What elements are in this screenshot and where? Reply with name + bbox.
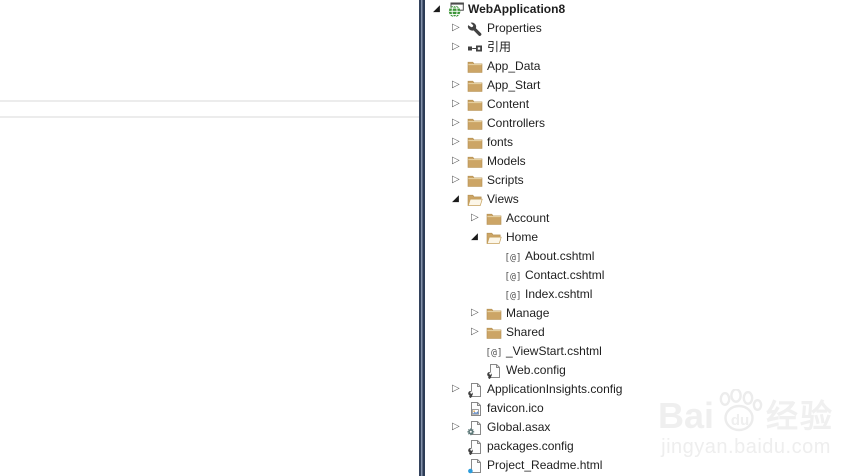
razor-view-icon xyxy=(486,344,502,360)
web-project-icon xyxy=(448,2,464,18)
folder-icon xyxy=(467,59,483,75)
tree-item-label: favicon.ico xyxy=(487,401,544,415)
tree-item-label: Views xyxy=(487,192,519,206)
tree-item-account[interactable]: Account xyxy=(425,209,852,228)
tree-item-label: Index.cshtml xyxy=(525,287,593,301)
chevron-right-icon[interactable] xyxy=(452,156,467,167)
tree-item-label: About.cshtml xyxy=(525,249,595,263)
chevron-right-icon[interactable] xyxy=(452,137,467,148)
tree-item-label: Controllers xyxy=(487,116,546,130)
properties-wrench-icon xyxy=(467,21,483,37)
tree-item-label: Manage xyxy=(506,306,550,320)
folder-icon xyxy=(467,154,483,170)
tree-item-models[interactable]: Models xyxy=(425,152,852,171)
config-file-icon xyxy=(467,439,483,455)
tree-item-viewstart-cshtml[interactable]: _ViewStart.cshtml xyxy=(425,342,852,361)
global-asax-icon xyxy=(467,420,483,436)
tree-item-label: Contact.cshtml xyxy=(525,268,605,282)
chevron-right-icon[interactable] xyxy=(471,308,486,319)
tree-item-label: Web.config xyxy=(506,363,566,377)
tree-item-label: Content xyxy=(487,97,530,111)
razor-view-icon xyxy=(505,287,521,303)
chevron-right-icon[interactable] xyxy=(452,118,467,129)
tree-item-about-cshtml[interactable]: About.cshtml xyxy=(425,247,852,266)
tree-item-app-data[interactable]: App_Data xyxy=(425,57,852,76)
tree-item-label: WebApplication8 xyxy=(468,2,566,16)
tree-item-label: _ViewStart.cshtml xyxy=(506,344,602,358)
chevron-right-icon[interactable] xyxy=(452,384,467,395)
tree-item-index-cshtml[interactable]: Index.cshtml xyxy=(425,285,852,304)
chevron-right-icon[interactable] xyxy=(452,99,467,110)
tree-item-label: Shared xyxy=(506,325,545,339)
horizontal-divider xyxy=(0,116,419,118)
razor-view-icon xyxy=(505,268,521,284)
tree-item-label: Project_Readme.html xyxy=(487,458,603,472)
tree-item-label: Models xyxy=(487,154,526,168)
chevron-right-icon[interactable] xyxy=(452,42,467,53)
folder-icon xyxy=(486,211,502,227)
tree-item-project-readme-html[interactable]: Project_Readme.html xyxy=(425,456,852,475)
tree-item-applicationinsights-config[interactable]: ApplicationInsights.config xyxy=(425,380,852,399)
tree-item-packages-config[interactable]: packages.config xyxy=(425,437,852,456)
config-file-icon xyxy=(486,363,502,379)
tree-item-global-asax[interactable]: Global.asax xyxy=(425,418,852,437)
folder-icon xyxy=(467,97,483,113)
horizontal-divider xyxy=(0,100,419,102)
chevron-right-icon[interactable] xyxy=(471,213,486,224)
tree-item-favicon-ico[interactable]: favicon.ico xyxy=(425,399,852,418)
config-file-icon xyxy=(467,382,483,398)
folder-icon xyxy=(486,306,502,322)
panel-splitter[interactable] xyxy=(419,0,425,476)
tree-item-label: ApplicationInsights.config xyxy=(487,382,623,396)
tree-item-references[interactable]: 引用 xyxy=(425,38,852,57)
folder-open-icon xyxy=(486,230,502,246)
tree-item-webapplication8[interactable]: WebApplication8 xyxy=(425,0,852,19)
chevron-right-icon[interactable] xyxy=(452,23,467,34)
folder-icon xyxy=(486,325,502,341)
tree-item-controllers[interactable]: Controllers xyxy=(425,114,852,133)
solution-explorer-tree: WebApplication8 Properties 引用 App_Data A… xyxy=(425,0,852,476)
expand-arrow-icon[interactable] xyxy=(433,5,448,15)
tree-item-label: Home xyxy=(506,230,539,244)
tree-item-label: fonts xyxy=(487,135,514,149)
expand-arrow-icon[interactable] xyxy=(452,195,467,205)
tree-item-scripts[interactable]: Scripts xyxy=(425,171,852,190)
html-file-icon xyxy=(467,458,483,474)
tree-item-content[interactable]: Content xyxy=(425,95,852,114)
chevron-right-icon[interactable] xyxy=(452,80,467,91)
chevron-right-icon[interactable] xyxy=(471,327,486,338)
folder-icon xyxy=(467,116,483,132)
tree-item-fonts[interactable]: fonts xyxy=(425,133,852,152)
tree-item-properties[interactable]: Properties xyxy=(425,19,852,38)
tree-item-web-config[interactable]: Web.config xyxy=(425,361,852,380)
tree-item-home[interactable]: Home xyxy=(425,228,852,247)
tree-item-label: App_Data xyxy=(487,59,541,73)
tree-item-label: Properties xyxy=(487,21,542,35)
folder-open-icon xyxy=(467,192,483,208)
tree-item-label: App_Start xyxy=(487,78,541,92)
tree-item-label: 引用 xyxy=(487,40,512,54)
references-icon xyxy=(467,40,483,56)
tree-item-label: Account xyxy=(506,211,550,225)
chevron-right-icon[interactable] xyxy=(452,422,467,433)
folder-icon xyxy=(467,135,483,151)
tree-item-label: Scripts xyxy=(487,173,524,187)
editor-empty-pane xyxy=(0,0,419,476)
chevron-right-icon[interactable] xyxy=(452,175,467,186)
tree-item-label: Global.asax xyxy=(487,420,551,434)
tree-item-app-start[interactable]: App_Start xyxy=(425,76,852,95)
tree-item-label: packages.config xyxy=(487,439,574,453)
expand-arrow-icon[interactable] xyxy=(471,233,486,243)
tree-item-contact-cshtml[interactable]: Contact.cshtml xyxy=(425,266,852,285)
razor-view-icon xyxy=(505,249,521,265)
favicon-icon xyxy=(467,401,483,417)
tree-item-manage[interactable]: Manage xyxy=(425,304,852,323)
tree-item-shared[interactable]: Shared xyxy=(425,323,852,342)
folder-icon xyxy=(467,78,483,94)
folder-icon xyxy=(467,173,483,189)
tree-item-views[interactable]: Views xyxy=(425,190,852,209)
